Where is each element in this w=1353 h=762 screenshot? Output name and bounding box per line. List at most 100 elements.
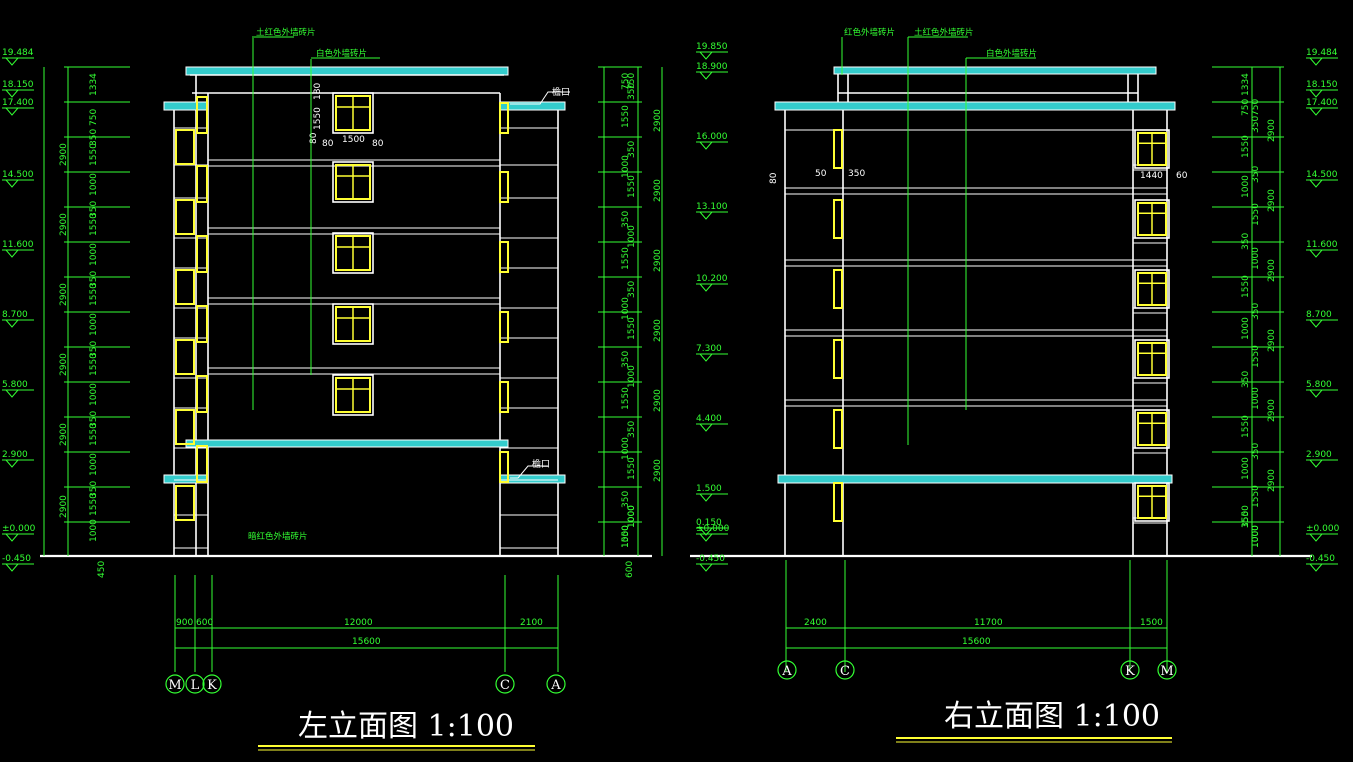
right-level-0: 19.484: [1306, 48, 1338, 58]
right-bottom-seg-0: 2400: [804, 618, 827, 628]
right-level-8: ±0.000: [1306, 524, 1340, 534]
right-dim-a-6: 1000: [1241, 175, 1251, 198]
left-cornice-2: [499, 101, 566, 111]
left-front-window-2: [332, 232, 374, 274]
left-rdim-a-4: 350: [627, 141, 637, 158]
left-dim-a-4: 1000: [89, 173, 99, 196]
right-dim-a-22: 1550: [1241, 505, 1251, 528]
left-cornice-3: [185, 439, 509, 448]
right-level-0-mark: 19.484: [1306, 48, 1338, 66]
left-level-2-triangle: [5, 107, 19, 116]
left-rdim-a-8: 1000: [627, 225, 637, 248]
left-level-7-mark: 2.900: [2, 450, 34, 468]
left-dim-a-7: 1000: [89, 243, 99, 266]
left-front-window-3: [332, 303, 374, 345]
left-dim-b-1: 2900: [59, 213, 69, 236]
left-dimension-lines: [43, 66, 663, 672]
right-level-6-triangle: [1309, 389, 1323, 398]
left-rlevel-3: 13.100: [696, 202, 728, 212]
left-rdim-a-18: 1550: [627, 457, 637, 480]
left-level-9-triangle: [5, 563, 19, 572]
right-dim-b-2: 2900: [1267, 259, 1277, 282]
left-dim-b-3: 2900: [59, 353, 69, 376]
right-dim-a-16: 1550: [1241, 415, 1251, 438]
right-level-1-triangle: [1309, 89, 1323, 98]
left-axis-bubble-2: K: [202, 674, 222, 694]
left-rlevel-2-mark: 16.000: [696, 132, 728, 150]
left-level-6: 5.800: [2, 380, 28, 390]
right-dim-a-1: 750: [1251, 99, 1261, 116]
left-wing-window-3: [175, 339, 195, 375]
left-wing-window-5: [175, 485, 195, 521]
left-rlevel-7-triangle: [699, 493, 713, 502]
left-rlevel-9: ±0.000: [696, 524, 730, 534]
left-elevation-title: 左立面图 1:100: [298, 709, 514, 744]
left-wing-window-4: [175, 409, 195, 445]
right-window-dim-1: 50: [815, 169, 827, 179]
right-level-8-mark: ±0.000: [1306, 524, 1340, 542]
left-rdim-b-5: 2900: [653, 459, 663, 482]
right-cornice-2: [777, 474, 1173, 484]
left-side-window-a-4: [196, 375, 208, 413]
right-level-3-mark: 14.500: [1306, 170, 1338, 188]
left-cornice-5: [499, 474, 566, 484]
left-rdim-a-7: 350: [621, 211, 631, 228]
left-window-dim-3: 1500: [342, 135, 365, 145]
right-red-material-note: 红色外墙砖片: [844, 27, 895, 38]
left-dim-b-2: 2900: [59, 283, 69, 306]
left-eave-bottom-leader: [510, 465, 548, 479]
right-axis-bubble-0-circle: [777, 660, 797, 680]
right-cornice-0: [833, 66, 1157, 75]
left-rlevel-6-mark: 4.400: [696, 414, 728, 432]
left-dim-a-5: 350: [89, 201, 99, 218]
left-level-1-mark: 18.150: [2, 80, 34, 98]
right-dim-a-23: 1000: [1251, 525, 1261, 548]
left-rlevel-2-triangle: [699, 141, 713, 150]
right-side-window-5: [833, 482, 843, 522]
right-dim-a-12: 1000: [1241, 317, 1251, 340]
right-level-7: 2.900: [1306, 450, 1332, 460]
left-dim-b-4: 2900: [59, 423, 69, 446]
right-window-dim-4: 60: [1176, 171, 1188, 181]
right-floor-lines: [785, 129, 1167, 524]
left-level-8-triangle: [5, 533, 19, 542]
left-rlevel-4: 10.200: [696, 274, 728, 284]
left-rdim-a-1: 750: [621, 73, 631, 90]
right-dim-a-19: 1550: [1251, 485, 1261, 508]
left-rlevel-1-mark: 18.900: [696, 62, 728, 80]
right-dim-a-18: 1000: [1241, 457, 1251, 480]
right-elevation-title: 右立面图 1:100: [944, 699, 1160, 734]
left-rdim-a-19: 350: [621, 491, 631, 508]
right-axis-bubble-3: M: [1157, 660, 1177, 680]
left-window-dim-2: 80: [322, 139, 334, 149]
right-wing-window-0-frame: [1134, 129, 1170, 169]
left-rlevel-7-mark: 1.500: [696, 484, 728, 502]
right-wing-window-5-frame: [1134, 482, 1170, 522]
right-dim-a-0: 1334: [1241, 73, 1251, 96]
left-axis-bubble-3-label: C: [500, 678, 510, 693]
left-rlevel-1-triangle: [699, 71, 713, 80]
left-rlevel-6-triangle: [699, 423, 713, 432]
left-top-material-note: 土红色外墙砖片: [256, 27, 316, 38]
left-level-1: 18.150: [2, 80, 34, 90]
left-wing-window-2: [175, 269, 195, 305]
left-base-dim-1: 600: [625, 561, 635, 578]
left-cornice-0: [185, 66, 509, 76]
left-dim-a-3: 1550: [89, 143, 99, 166]
left-side-window-b-1: [499, 171, 509, 203]
left-level-4: 11.600: [2, 240, 34, 250]
left-rlevel-8-mark: 0.150: [696, 518, 728, 536]
left-axis-bubble-0-label: M: [168, 678, 181, 693]
left-rdim-a-15: 1550: [621, 387, 631, 410]
right-level-5: 8.700: [1306, 310, 1332, 320]
right-level-1-mark: 18.150: [1306, 80, 1338, 98]
left-rlevel-8-triangle: [699, 527, 713, 536]
left-level-9: -0.450: [2, 554, 31, 564]
right-bottom-seg-1: 11700: [974, 618, 1003, 628]
left-side-window-b-3: [499, 311, 509, 343]
left-level-2: 17.400: [2, 98, 34, 108]
right-level-4-triangle: [1309, 249, 1323, 258]
right-dimension-lines: [785, 66, 1284, 672]
